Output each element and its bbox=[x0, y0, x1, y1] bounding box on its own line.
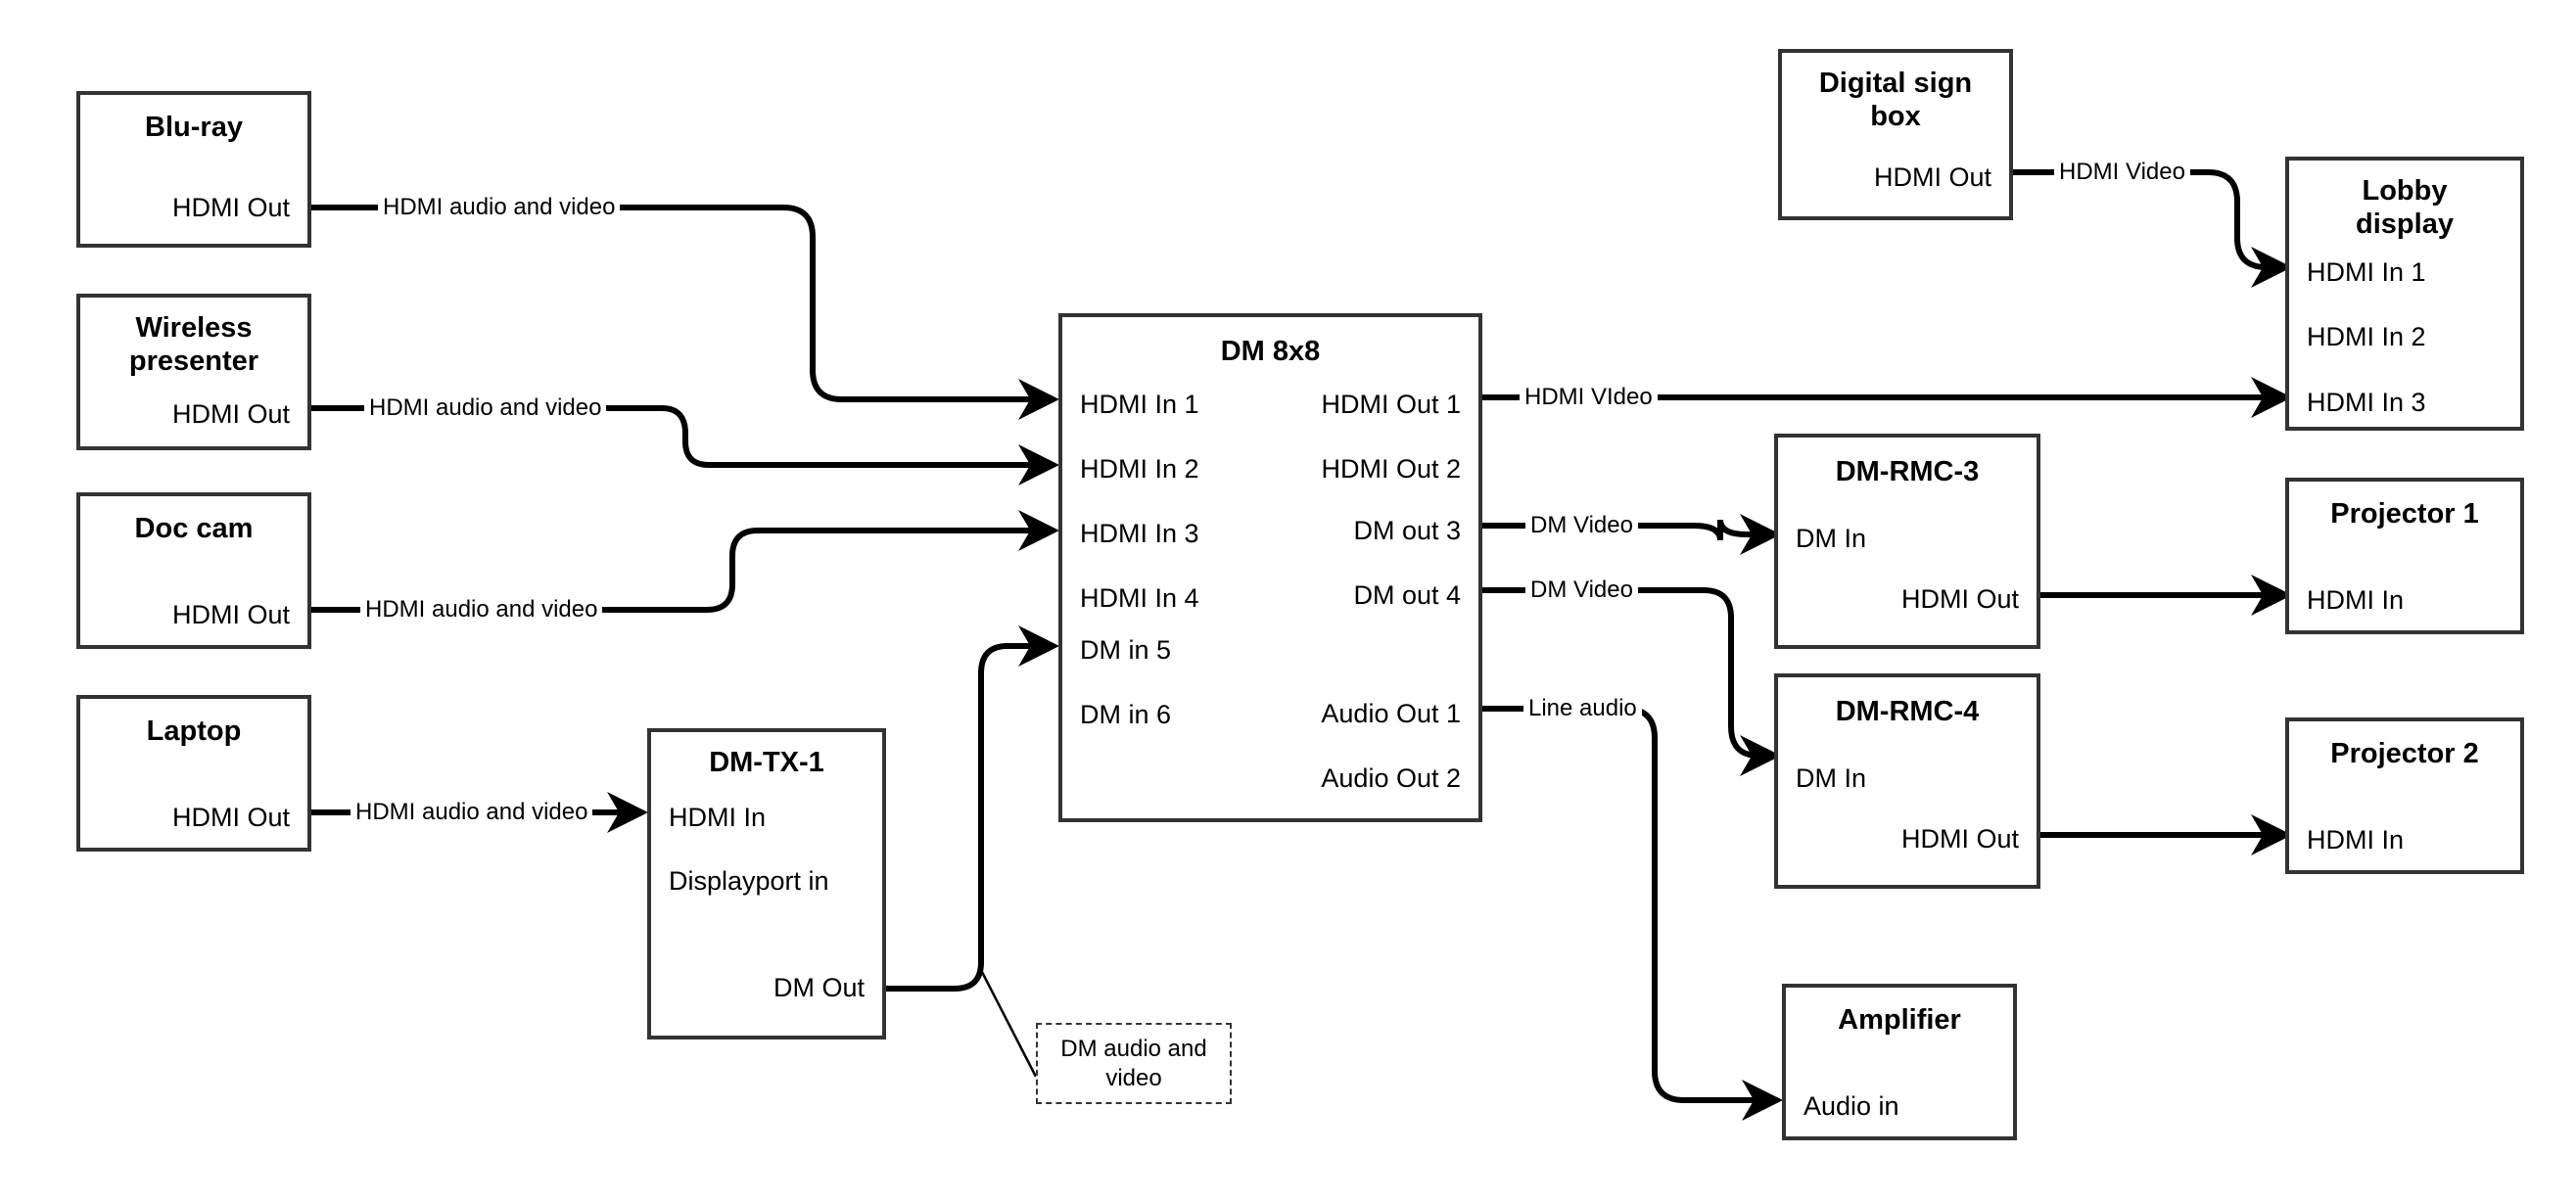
wire-dm8x8-out3-to-rmc3 bbox=[1482, 514, 1781, 555]
node-projector-1-title: Projector 1 bbox=[2330, 498, 2479, 530]
node-wireless-presenter-title: Wireless presenter bbox=[128, 312, 259, 378]
wire-label-dm8x8-out1-to-lobby: HDMI VIdeo bbox=[1520, 386, 1658, 409]
wire-label-dm8x8-out3-to-rmc3: DM Video bbox=[1525, 514, 1638, 537]
wire-bluray-to-dm8x8 bbox=[311, 205, 1059, 420]
port-dm-8x8-hdmi-in-4[interactable]: HDMI In 4 bbox=[1080, 583, 1199, 613]
node-dm-tx-1-title: DM-TX-1 bbox=[709, 747, 824, 778]
wire-dm8x8-out4-to-rmc4 bbox=[1482, 587, 1781, 776]
wire-label-audio-to-amplifier: Line audio bbox=[1523, 697, 1642, 720]
port-dm-tx-1-displayport-in[interactable]: Displayport in bbox=[669, 866, 829, 896]
port-dm-tx-1-dm-out[interactable]: DM Out bbox=[773, 973, 865, 1002]
port-doc-cam-hdmi-out[interactable]: HDMI Out bbox=[171, 600, 290, 629]
port-wireless-presenter-hdmi-out[interactable]: HDMI Out bbox=[171, 399, 290, 429]
node-laptop[interactable]: Laptop HDMI Out bbox=[76, 695, 311, 852]
wire-dmtx1-to-dm8x8 bbox=[886, 625, 1059, 992]
port-dm-tx-1-hdmi-in[interactable]: HDMI In bbox=[669, 803, 767, 832]
port-dm-rmc-4-dm-in[interactable]: DM In bbox=[1796, 763, 1867, 793]
node-dm-rmc-4-title: DM-RMC-4 bbox=[1835, 696, 1980, 727]
wire-dm8x8-audio-to-amplifier bbox=[1482, 706, 1783, 1121]
node-projector-1[interactable]: Projector 1 HDMI In bbox=[2285, 478, 2524, 634]
port-dm-8x8-hdmi-out-1[interactable]: HDMI Out 1 bbox=[1321, 390, 1461, 419]
port-laptop-hdmi-out[interactable]: HDMI Out bbox=[171, 803, 290, 832]
node-wireless-presenter[interactable]: Wireless presenter HDMI Out bbox=[76, 294, 311, 450]
port-dm-rmc-4-hdmi-out[interactable]: HDMI Out bbox=[1900, 824, 2019, 854]
port-projector-2-hdmi-in[interactable]: HDMI In bbox=[2307, 825, 2405, 855]
port-digital-sign-box-hdmi-out[interactable]: HDMI Out bbox=[1873, 162, 1991, 192]
wire-label-bluray-to-dm8x8: HDMI audio and video bbox=[378, 196, 621, 219]
port-dm-8x8-hdmi-in-3[interactable]: HDMI In 3 bbox=[1080, 519, 1199, 548]
node-dm-rmc-3-title: DM-RMC-3 bbox=[1835, 456, 1980, 487]
wire-wireless-to-dm8x8 bbox=[311, 405, 1059, 485]
node-dm-tx-1[interactable]: DM-TX-1 HDMI In Displayport in DM Out bbox=[647, 728, 886, 1039]
port-projector-1-hdmi-in[interactable]: HDMI In bbox=[2307, 585, 2405, 615]
port-dm-8x8-dm-out-4[interactable]: DM out 4 bbox=[1353, 580, 1461, 610]
node-laptop-title: Laptop bbox=[146, 716, 242, 747]
node-doc-cam[interactable]: Doc cam HDMI Out bbox=[76, 492, 311, 649]
node-dm-rmc-4[interactable]: DM-RMC-4 DM In HDMI Out bbox=[1774, 673, 2040, 889]
port-dm-rmc-3-dm-in[interactable]: DM In bbox=[1796, 524, 1867, 553]
wire-label-wireless-to-dm8x8: HDMI audio and video bbox=[364, 396, 607, 420]
node-lobby-display-title: Lobby display bbox=[2356, 175, 2454, 241]
node-digital-sign-box[interactable]: Digital sign box HDMI Out bbox=[1778, 49, 2013, 220]
node-dm-8x8-title: DM 8x8 bbox=[1220, 336, 1321, 367]
node-lobby-display[interactable]: Lobby display HDMI In 1 HDMI In 2 HDMI I… bbox=[2285, 157, 2524, 431]
wire-label-laptop-to-dmtx1: HDMI audio and video bbox=[351, 801, 593, 824]
node-bluray[interactable]: Blu-ray HDMI Out bbox=[76, 91, 311, 248]
wire-label-sign-to-lobby: HDMI Video bbox=[2054, 161, 2190, 184]
wire-sign-to-lobby bbox=[2013, 169, 2292, 288]
port-dm-8x8-dm-in-6[interactable]: DM in 6 bbox=[1080, 700, 1172, 729]
port-lobby-display-hdmi-in-1[interactable]: HDMI In 1 bbox=[2307, 257, 2426, 287]
node-doc-cam-title: Doc cam bbox=[134, 513, 254, 544]
port-dm-8x8-dm-out-3[interactable]: DM out 3 bbox=[1353, 516, 1461, 545]
leader-line-dm-audio-video bbox=[980, 971, 1038, 1078]
callout-dm-audio-and-video: DM audio and video bbox=[1036, 1023, 1232, 1104]
port-bluray-hdmi-out[interactable]: HDMI Out bbox=[171, 193, 290, 222]
port-dm-8x8-hdmi-in-2[interactable]: HDMI In 2 bbox=[1080, 454, 1199, 484]
port-dm-rmc-3-hdmi-out[interactable]: HDMI Out bbox=[1900, 584, 2019, 614]
node-bluray-title: Blu-ray bbox=[145, 112, 243, 143]
port-dm-8x8-audio-out-1[interactable]: Audio Out 1 bbox=[1321, 699, 1461, 728]
port-dm-8x8-hdmi-out-2[interactable]: HDMI Out 2 bbox=[1321, 454, 1461, 484]
node-dm-rmc-3[interactable]: DM-RMC-3 DM In HDMI Out bbox=[1774, 434, 2040, 649]
port-dm-8x8-hdmi-in-1[interactable]: HDMI In 1 bbox=[1080, 390, 1199, 419]
port-lobby-display-hdmi-in-2[interactable]: HDMI In 2 bbox=[2307, 322, 2426, 351]
node-dm-8x8[interactable]: DM 8x8 HDMI In 1 HDMI In 2 HDMI In 3 HDM… bbox=[1058, 313, 1482, 822]
port-dm-8x8-dm-in-5[interactable]: DM in 5 bbox=[1080, 635, 1172, 665]
node-projector-2[interactable]: Projector 2 HDMI In bbox=[2285, 717, 2524, 874]
port-dm-8x8-audio-out-2[interactable]: Audio Out 2 bbox=[1321, 763, 1461, 793]
wire-doccam-to-dm8x8 bbox=[311, 510, 1059, 613]
node-amplifier[interactable]: Amplifier Audio in bbox=[1782, 984, 2017, 1140]
port-amplifier-audio-in[interactable]: Audio in bbox=[1803, 1091, 1899, 1121]
wire-label-doccam-to-dm8x8: HDMI audio and video bbox=[360, 598, 603, 622]
wire-label-dm8x8-out4-to-rmc4: DM Video bbox=[1525, 578, 1638, 602]
port-lobby-display-hdmi-in-3[interactable]: HDMI In 3 bbox=[2307, 388, 2426, 417]
node-projector-2-title: Projector 2 bbox=[2330, 738, 2479, 769]
node-amplifier-title: Amplifier bbox=[1838, 1004, 1961, 1036]
node-digital-sign-box-title: Digital sign box bbox=[1818, 68, 1973, 133]
